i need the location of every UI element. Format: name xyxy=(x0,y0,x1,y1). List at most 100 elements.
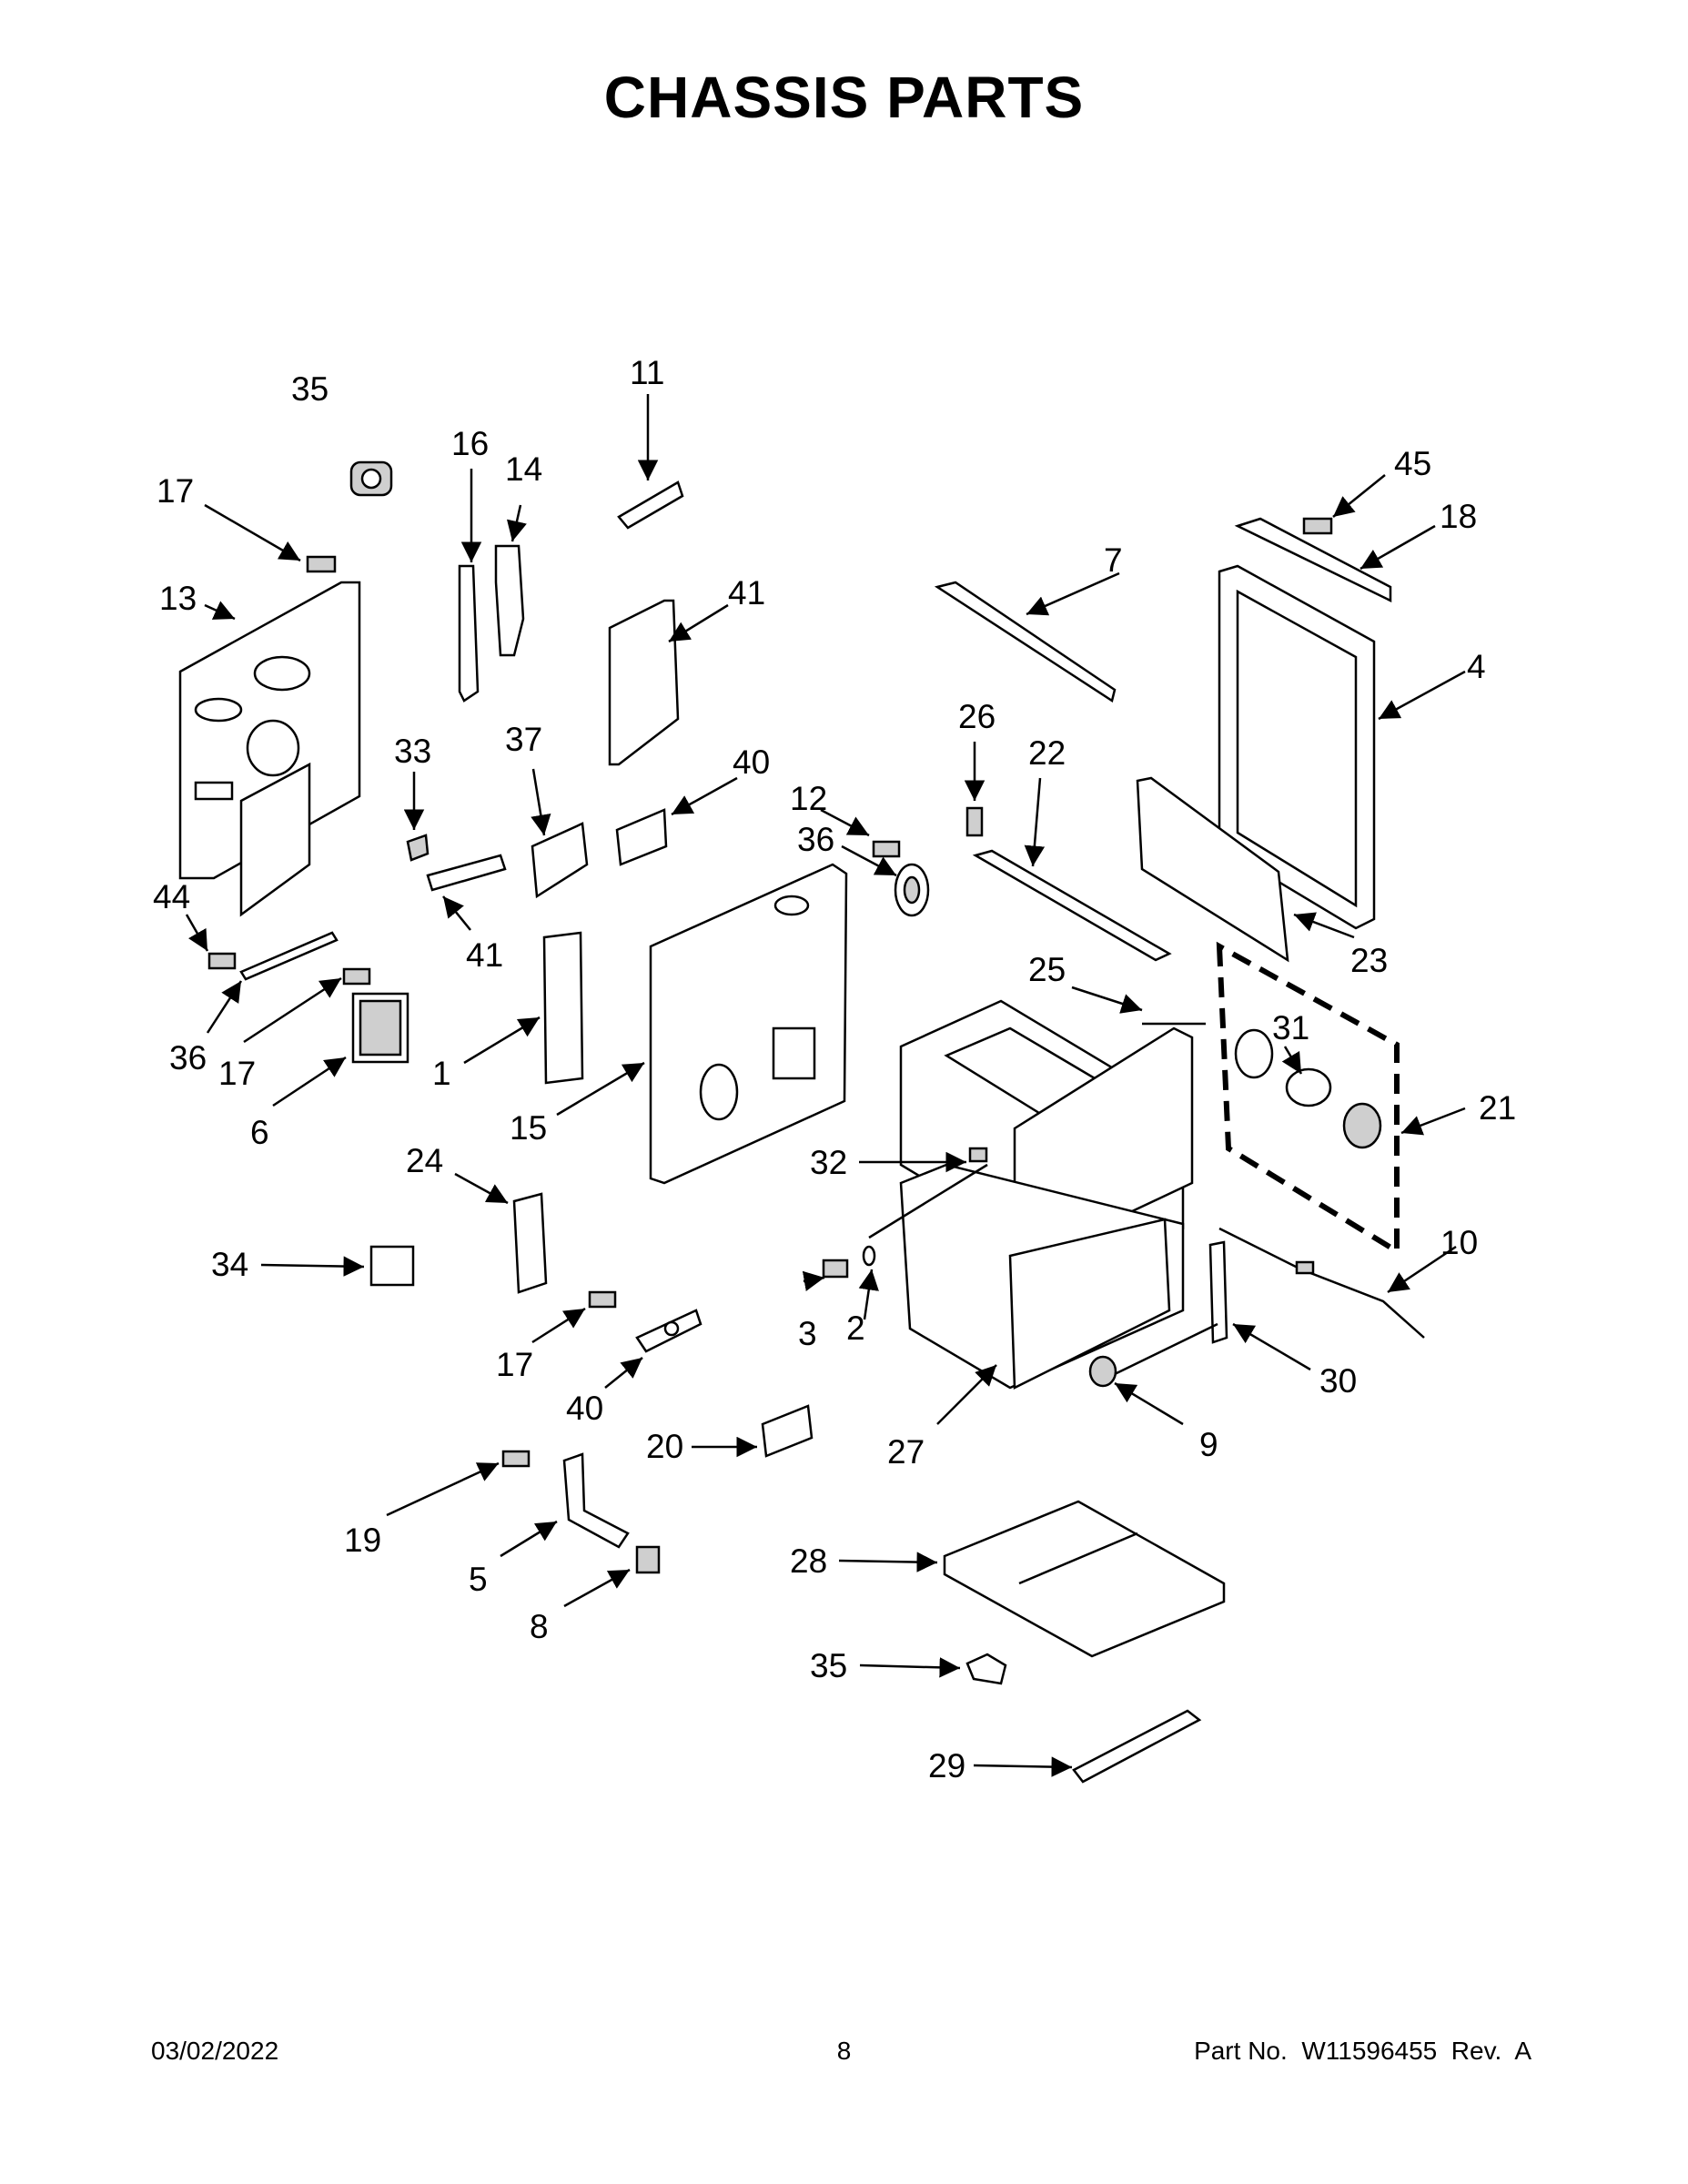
callout-33: 33 xyxy=(394,733,431,770)
part-35-drawing xyxy=(965,1653,1007,1685)
page-title: CHASSIS PARTS xyxy=(603,65,1085,130)
callout-7: 7 xyxy=(1104,541,1123,579)
part-12-drawing xyxy=(872,840,901,858)
callout-17-low: 17 xyxy=(496,1346,533,1383)
callout-35: 35 xyxy=(810,1647,847,1684)
callout-18: 18 xyxy=(1440,498,1477,535)
callout-38: 36 xyxy=(169,1039,207,1077)
part-17c-drawing xyxy=(588,1290,617,1309)
callout-40: 40 xyxy=(566,1390,603,1427)
part-10-drawing xyxy=(1218,1227,1425,1339)
callout-1: 1 xyxy=(432,1055,451,1092)
callout-20: 20 xyxy=(646,1428,683,1465)
part-14-drawing xyxy=(494,544,525,657)
part-18-drawing xyxy=(1234,517,1392,603)
callout-11: 11 xyxy=(630,354,664,391)
part-39-drawing xyxy=(531,822,589,899)
part-6-drawing xyxy=(351,992,409,1064)
part-38-drawing xyxy=(239,931,339,981)
callout-21: 21 xyxy=(1479,1089,1516,1127)
callout-9: 9 xyxy=(1199,1426,1218,1463)
callout-labels: 35 17 13 16 14 11 41 33 37 40 41 44 36 1… xyxy=(153,354,1516,1785)
part-13-drawing xyxy=(178,581,361,917)
footer-page-number: 8 xyxy=(836,2037,852,2065)
part-24-drawing xyxy=(512,1192,548,1294)
callout-41: 41 xyxy=(728,574,765,612)
part-22-drawing xyxy=(972,849,1172,962)
callout-4: 4 xyxy=(1467,648,1486,685)
callout-42: 40 xyxy=(733,743,770,781)
part-17b-drawing xyxy=(342,967,371,986)
part-44-drawing xyxy=(207,952,237,970)
part-5-drawing xyxy=(562,1452,630,1549)
callout-10: 10 xyxy=(1440,1224,1478,1261)
callout-37: 35 xyxy=(291,370,329,408)
callout-43: 41 xyxy=(466,936,503,974)
footer-part-number: Part No. W11596455 Rev. A xyxy=(1194,2037,1531,2065)
part-23-drawing xyxy=(1136,776,1289,963)
part-7-drawing xyxy=(934,581,1117,703)
part-4-drawing xyxy=(1218,564,1376,930)
callout-3: 3 xyxy=(798,1315,817,1352)
part-9-drawing xyxy=(1088,1355,1117,1388)
callout-13: 13 xyxy=(159,580,197,617)
part-36-drawing xyxy=(894,863,930,917)
callout-24: 24 xyxy=(406,1142,443,1179)
part-29-drawing xyxy=(1072,1709,1202,1784)
part-37-drawing xyxy=(349,460,393,497)
callout-29: 29 xyxy=(928,1747,965,1785)
callout-17-mid: 17 xyxy=(218,1055,256,1092)
callout-6: 6 xyxy=(250,1114,269,1151)
part-27-drawing xyxy=(899,1163,1185,1390)
callout-28: 28 xyxy=(790,1542,827,1580)
part-41-drawing xyxy=(608,599,680,766)
callout-44: 44 xyxy=(153,878,190,915)
part-17a-drawing xyxy=(306,555,337,573)
part-2-drawing xyxy=(862,1245,876,1267)
part-40-drawing xyxy=(635,1309,702,1353)
callout-39: 37 xyxy=(505,721,542,758)
part-1-drawing xyxy=(542,931,584,1085)
callout-5: 5 xyxy=(469,1561,488,1598)
part-16-drawing xyxy=(458,564,480,703)
callout-45: 45 xyxy=(1394,445,1431,482)
callout-32: 32 xyxy=(810,1144,847,1181)
callout-8: 8 xyxy=(530,1608,549,1645)
part-28-drawing xyxy=(943,1500,1226,1658)
callout-27: 27 xyxy=(887,1433,925,1471)
part-3-drawing xyxy=(822,1259,849,1279)
part-33-drawing xyxy=(406,834,430,862)
part-45-drawing xyxy=(1302,517,1333,535)
part-26-drawing xyxy=(965,806,984,837)
leader-lines xyxy=(185,394,1466,1777)
callout-16: 16 xyxy=(451,425,489,462)
part-32-drawing xyxy=(968,1147,988,1163)
callout-31: 31 xyxy=(1272,1009,1309,1046)
callout-26: 26 xyxy=(958,698,996,735)
callout-12: 12 xyxy=(790,780,827,817)
part-19-drawing xyxy=(501,1450,531,1468)
part-21-kit-outline xyxy=(1216,941,1400,1257)
part-34-drawing xyxy=(369,1245,415,1287)
part-20-drawing xyxy=(761,1404,814,1458)
part-31-drawing xyxy=(1234,1028,1382,1149)
callout-19: 19 xyxy=(344,1522,381,1559)
part-42-drawing xyxy=(615,808,668,866)
callout-22: 22 xyxy=(1028,734,1066,772)
part-15-drawing xyxy=(649,863,848,1185)
callout-15: 15 xyxy=(510,1109,547,1147)
callout-25: 25 xyxy=(1028,951,1066,988)
callout-23: 23 xyxy=(1350,942,1388,979)
part-43-drawing xyxy=(426,854,507,892)
callout-14: 14 xyxy=(505,450,542,488)
part-8-drawing xyxy=(635,1545,661,1574)
footer-date: 03/02/2022 xyxy=(151,2037,279,2065)
part-11-drawing xyxy=(617,480,684,530)
callout-34: 34 xyxy=(211,1246,248,1283)
callout-36: 36 xyxy=(797,821,834,858)
part-30-drawing xyxy=(1208,1240,1228,1344)
callout-30: 30 xyxy=(1319,1362,1357,1400)
callout-17-top: 17 xyxy=(157,472,194,510)
callout-2: 2 xyxy=(846,1309,865,1347)
